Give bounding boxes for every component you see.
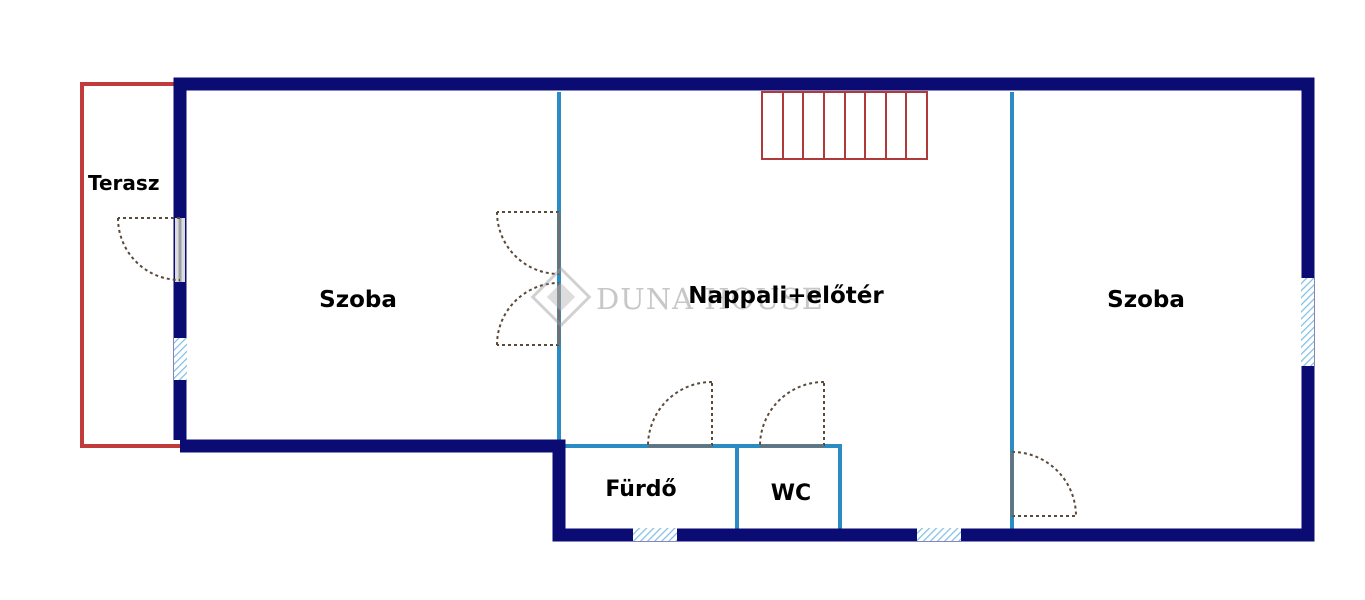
watermark-logo-icon (530, 266, 592, 328)
room-label-terrace: Terasz (88, 171, 159, 195)
window-right (1301, 278, 1314, 366)
room-label-right-room: Szoba (1107, 287, 1185, 313)
watermark-text: DUNA HOUSE (596, 282, 824, 316)
door-leaves (557, 212, 1014, 516)
room-label-bathroom: Fürdő (605, 477, 676, 502)
door-swings (117, 211, 1077, 517)
room-label-living: Nappali+előtér (688, 283, 884, 309)
window-hall (917, 528, 961, 541)
room-label-left-room: Szoba (319, 287, 397, 313)
room-label-wc: WC (771, 481, 811, 506)
window-left (174, 338, 187, 380)
window-bathroom (633, 528, 677, 541)
door-openings (175, 218, 185, 282)
staircase (761, 91, 928, 160)
watermark: DUNA HOUSE (530, 266, 824, 328)
windows (174, 278, 1314, 541)
outer-walls (173, 77, 1315, 542)
terrace-outline (80, 82, 180, 448)
